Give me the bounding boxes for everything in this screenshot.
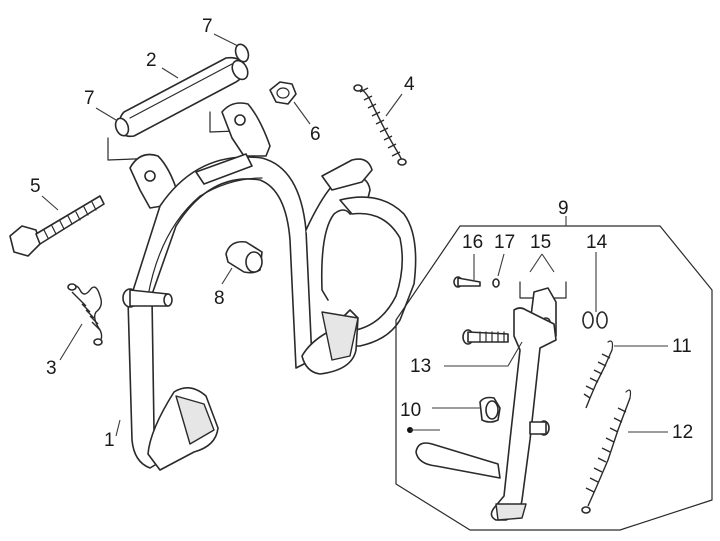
callout-14: 14: [586, 232, 608, 253]
callout-13: 13: [410, 356, 431, 377]
washer-part-7-right: [234, 43, 250, 63]
callout-9: 9: [558, 198, 569, 219]
callout-12: 12: [672, 422, 693, 443]
callout-8: 8: [214, 288, 225, 309]
callout-6: 6: [310, 124, 321, 145]
washer-part-14: [582, 311, 608, 329]
callout-2: 2: [146, 50, 157, 71]
main-stand-part-1: [122, 102, 417, 471]
callout-4: 4: [404, 74, 415, 95]
callout-labels: 1 2 3 4 5 6 7 7 8 9 10 11 12 13 14 15 16…: [30, 16, 693, 451]
callout-7-left: 7: [84, 88, 95, 109]
screw-part-16: [453, 276, 481, 288]
bushing-part-10: [479, 396, 501, 423]
nut-part-6: [269, 81, 297, 105]
spring-part-3: [67, 283, 103, 346]
callout-1: 1: [104, 430, 115, 451]
leader-lines: [41, 33, 668, 437]
bushing-part-8: [225, 240, 263, 274]
callout-16: 16: [462, 232, 483, 253]
spring-part-11: [583, 340, 614, 409]
side-stand-part-9: [415, 307, 557, 521]
washer-part-17: [492, 278, 500, 288]
spring-part-12: [581, 389, 632, 514]
side-stand-kit-box: [395, 225, 713, 531]
callout-10: 10: [400, 400, 421, 421]
callout-15: 15: [530, 232, 551, 253]
washer-part-7-left: [114, 117, 130, 137]
callout-5: 5: [30, 176, 41, 197]
bolt-part-5: [9, 195, 105, 257]
spring-part-4: [353, 84, 407, 166]
callout-3: 3: [46, 358, 57, 379]
callout-11: 11: [672, 336, 692, 357]
callout-7-right: 7: [202, 16, 213, 37]
bolt-part-13: [462, 329, 509, 345]
callout-17: 17: [494, 232, 515, 253]
